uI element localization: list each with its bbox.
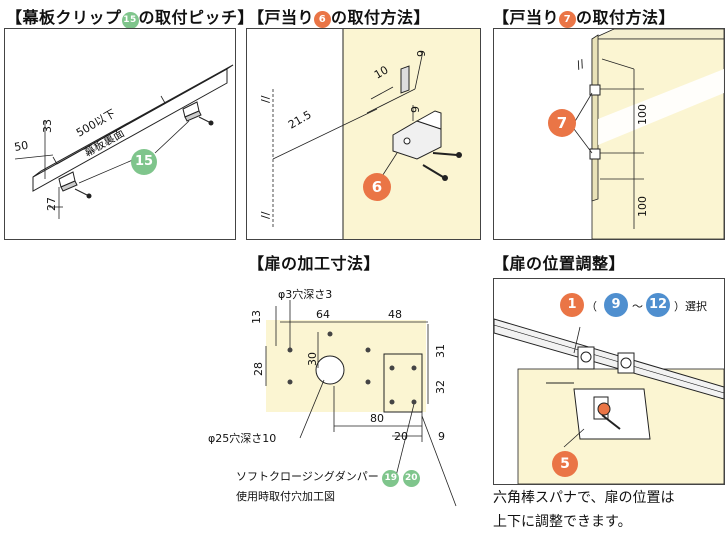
dim-30: 30 bbox=[306, 352, 319, 366]
callout-5: 5 bbox=[552, 451, 578, 477]
machining-section-title: 【扉の加工寸法】 bbox=[248, 254, 381, 273]
dim-64: 64 bbox=[316, 308, 330, 321]
dim-32: 32 bbox=[434, 380, 447, 394]
dim-27: 27 bbox=[45, 197, 58, 211]
dim-9-top: 9 bbox=[415, 50, 428, 57]
damper-note-line2: 使用時取付穴加工図 bbox=[236, 490, 335, 503]
door-edge-top bbox=[591, 29, 724, 40]
selection-tilde: ～ bbox=[632, 300, 643, 313]
dim-20: 20 bbox=[394, 430, 408, 443]
screw-2 bbox=[422, 164, 448, 181]
stop7-diagram: // 100 100 bbox=[573, 29, 724, 239]
machining-diagram: φ3穴深さ3 13 64 48 30 28 31 32 80 20 9 φ25穴… bbox=[208, 287, 457, 507]
selection-bracket-close: ）選択 bbox=[674, 300, 707, 313]
stop7-title-badge: 7 bbox=[559, 11, 577, 28]
valance-board bbox=[32, 68, 228, 192]
break-mark-top: // bbox=[259, 95, 272, 103]
clip-left bbox=[58, 171, 92, 199]
door-edge-side bbox=[591, 34, 599, 202]
dim-21-5: 21.5 bbox=[286, 108, 314, 132]
dim-33: 33 bbox=[41, 119, 54, 133]
stop6-title-suffix: の取付方法】 bbox=[331, 8, 431, 27]
damper-note-line1: ソフトクロージングダンパー 19 20 bbox=[236, 468, 420, 487]
stop6-diagram: // // 10 9 21.5 9 bbox=[259, 29, 480, 239]
adjust-description: 六角棒スパナで、扉の位置は 上下に調整できます。 bbox=[493, 486, 674, 534]
adjust-description-line2: 上下に調整できます。 bbox=[493, 514, 632, 530]
door-stop-upper bbox=[589, 84, 601, 96]
note-badge-19: 19 bbox=[382, 470, 400, 487]
dim-28: 28 bbox=[252, 362, 265, 376]
stop7-title-prefix: 【戸当り bbox=[493, 8, 560, 27]
clip-pitch-panel: 50 33 500以下 幕板裏面 27 15 bbox=[4, 28, 236, 240]
adjust-description-line1: 六角棒スパナで、扉の位置は bbox=[493, 490, 675, 506]
damper-outline bbox=[383, 353, 423, 413]
stop6-panel: // // 10 9 21.5 9 6 bbox=[246, 28, 481, 240]
door-stop-lower bbox=[589, 148, 601, 160]
dim-80: 80 bbox=[370, 412, 384, 425]
callout-7: 7 bbox=[548, 109, 576, 137]
break-mark-bottom: // bbox=[259, 211, 272, 219]
dim-48: 48 bbox=[388, 308, 402, 321]
door-area-wood bbox=[266, 320, 426, 412]
dim-10: 10 bbox=[372, 63, 391, 81]
callout-15: 15 bbox=[131, 149, 157, 175]
note-badge-20: 20 bbox=[402, 470, 420, 487]
dim-100-upper: 100 bbox=[636, 104, 649, 125]
mounting-holes bbox=[287, 331, 371, 385]
hole-25-label: φ25穴深さ10 bbox=[208, 431, 276, 445]
badge-1: 1 bbox=[560, 293, 584, 317]
adjust-panel: 1 （ 9 ～ 12 ）選択 5 bbox=[493, 278, 725, 485]
door-stop-bracket bbox=[392, 65, 442, 160]
clip-title-prefix: 【幕板クリップ bbox=[6, 8, 122, 27]
dim-50: 50 bbox=[13, 139, 29, 154]
hanger-bracket bbox=[573, 388, 651, 440]
clip-pitch-diagram: 50 33 500以下 幕板裏面 27 bbox=[13, 64, 234, 219]
clip-title-suffix: の取付ピッチ】 bbox=[138, 8, 255, 27]
adjust-section-title: 【扉の位置調整】 bbox=[493, 254, 626, 273]
dim-9: 9 bbox=[438, 430, 445, 443]
break-mark: // bbox=[575, 57, 587, 72]
machining-drawing: φ3穴深さ3 13 64 48 30 28 31 32 80 20 9 φ25穴… bbox=[200, 276, 470, 538]
damper-holes bbox=[389, 365, 417, 405]
hole-25 bbox=[315, 355, 345, 385]
stop7-panel: // 100 100 7 bbox=[493, 28, 725, 240]
dim-9-side: 9 bbox=[409, 106, 422, 113]
selection-bracket-open: （ bbox=[586, 300, 597, 313]
callout-6: 6 bbox=[363, 173, 391, 201]
badge-9: 9 bbox=[604, 293, 628, 317]
screw-1 bbox=[432, 152, 462, 158]
dim-13: 13 bbox=[250, 310, 263, 324]
stop6-title-prefix: 【戸当り bbox=[248, 8, 315, 27]
hole-3-label: φ3穴深さ3 bbox=[278, 287, 332, 301]
stop6-title-badge: 6 bbox=[314, 11, 332, 28]
badge-12: 12 bbox=[646, 293, 670, 317]
stop7-title-suffix: の取付方法】 bbox=[576, 8, 676, 27]
dim-100-lower: 100 bbox=[636, 196, 649, 217]
dim-31: 31 bbox=[434, 344, 447, 358]
hanger-roller bbox=[577, 346, 635, 374]
clip-right bbox=[182, 101, 214, 126]
clip-title-badge: 15 bbox=[121, 12, 139, 29]
